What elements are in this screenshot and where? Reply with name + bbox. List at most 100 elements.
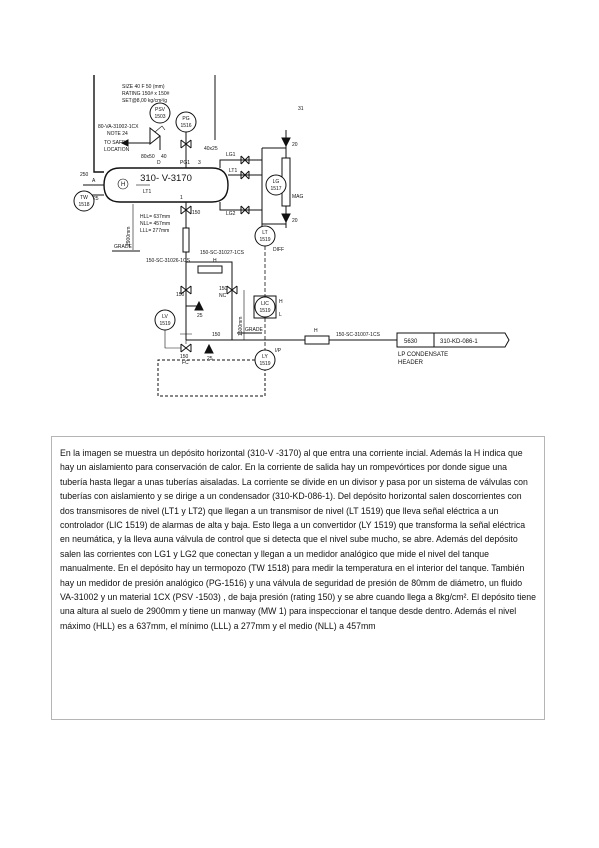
safe-location: LOCATION bbox=[104, 147, 130, 153]
line-31026: 150-SC-31026-1CS bbox=[146, 258, 191, 264]
outlet-1: 1 bbox=[180, 195, 183, 201]
nozzle-250: 250 bbox=[80, 172, 89, 178]
nozzle-20-bottom: 20 bbox=[292, 218, 298, 224]
lg2-valve bbox=[240, 205, 250, 215]
nc-150: 150 bbox=[219, 286, 228, 292]
outlet-valve bbox=[180, 205, 192, 215]
lic-low: L bbox=[279, 312, 282, 318]
lg2-label: LG2 bbox=[226, 211, 236, 217]
safe-note: NOTE 24 bbox=[107, 131, 128, 137]
hll-label: HLL= 637mm bbox=[140, 214, 170, 220]
nll-label: NLL= 457mm bbox=[140, 221, 170, 227]
left-150: 150 bbox=[176, 292, 185, 298]
pg-bubble: PG 1516 bbox=[175, 111, 197, 133]
mag-label: MAG bbox=[292, 194, 304, 200]
spec-size: SIZE 40 F 50 (mm) bbox=[122, 84, 165, 90]
svg-text:LIC: LIC bbox=[261, 301, 269, 307]
insulated-outlet bbox=[304, 335, 330, 345]
dim-1500: 1500mm bbox=[238, 317, 244, 336]
cv-drain bbox=[204, 343, 214, 354]
outlet-150: 150 bbox=[192, 210, 201, 216]
svg-text:1519: 1519 bbox=[159, 321, 170, 327]
control-valve bbox=[180, 343, 192, 353]
nozzle-a: A bbox=[92, 178, 96, 184]
drain-25: 25 bbox=[197, 313, 203, 319]
condensate-header-1: LP CONDENSATE bbox=[398, 352, 448, 358]
svg-text:TW: TW bbox=[80, 195, 88, 201]
safe-line-tag: 80-VA-31002-1CX bbox=[98, 124, 139, 130]
vessel-h-label: H bbox=[121, 182, 125, 188]
insulation-h-circle bbox=[117, 178, 129, 190]
left-branch-valve bbox=[180, 285, 192, 295]
h-mark-split: H bbox=[213, 258, 217, 264]
lg1-valve bbox=[240, 155, 250, 165]
svg-text:LT: LT bbox=[262, 230, 267, 236]
h-mark-outlet: H bbox=[314, 328, 318, 334]
lv-bubble: LV 1519 bbox=[154, 309, 176, 331]
lt-bubble: LT 1519 bbox=[254, 225, 276, 247]
pneumatic-signal-loop bbox=[157, 359, 266, 397]
condenser-box: 5630 310-KD-086-1 LP CONDENSATE HEADER bbox=[396, 332, 510, 366]
cv-drain-25: 25 bbox=[207, 356, 213, 362]
svg-text:1518: 1518 bbox=[78, 202, 89, 208]
svg-text:310-KD-086-1: 310-KD-086-1 bbox=[440, 339, 478, 345]
height-label: 2900mm bbox=[126, 227, 132, 246]
svg-text:PSV: PSV bbox=[155, 107, 166, 113]
safe-arrow bbox=[120, 139, 129, 147]
description-text: En la imagen se muestra un depósito hori… bbox=[60, 448, 537, 631]
description-box: En la imagen se muestra un depósito hori… bbox=[51, 436, 545, 720]
svg-text:1519: 1519 bbox=[259, 308, 270, 314]
svg-text:1517: 1517 bbox=[270, 186, 281, 192]
nozzle-20-top: 20 bbox=[292, 142, 298, 148]
lt1-valve bbox=[240, 170, 250, 180]
ip-label: I/P bbox=[275, 348, 282, 354]
nozzle-40: 40 bbox=[161, 154, 167, 160]
lg-bubble: LG 1517 bbox=[265, 174, 287, 196]
bottom-valve-arrow bbox=[281, 213, 291, 224]
spec-set: SET@8,00 kg/cm²/g bbox=[122, 98, 167, 104]
nozzle-3: 3 bbox=[198, 160, 201, 166]
svg-text:5630: 5630 bbox=[404, 339, 418, 345]
condensate-header-2: HEADER bbox=[398, 360, 424, 366]
lg1-line bbox=[219, 159, 262, 168]
insulated-riser bbox=[182, 227, 190, 253]
pid-diagram: SIZE 40 F 50 (mm) RATING 150# x 150# SET… bbox=[73, 75, 510, 397]
cv-bypass-150: 150 bbox=[212, 332, 221, 338]
svg-text:1519: 1519 bbox=[259, 237, 270, 243]
line-31007: 150-SC-31007-1CS bbox=[336, 332, 381, 338]
nozzle-pg1: PG1 bbox=[180, 160, 190, 166]
vessel-tag: 310- V-3170 bbox=[140, 173, 192, 184]
grade-label-right: GRADE bbox=[245, 327, 263, 333]
svg-text:LY: LY bbox=[262, 354, 268, 360]
nozzle-80x50: 80x50 bbox=[141, 154, 155, 160]
svg-text:LG: LG bbox=[273, 179, 280, 185]
svg-text:LV: LV bbox=[162, 314, 168, 320]
nc-label: NC bbox=[219, 293, 227, 299]
lv-connector bbox=[164, 330, 181, 349]
svg-text:1503: 1503 bbox=[154, 114, 165, 120]
svg-text:1516: 1516 bbox=[180, 123, 191, 129]
spec-rating: RATING 150# x 150# bbox=[122, 91, 170, 97]
cv-150: 150 bbox=[180, 354, 189, 360]
safe-to: TO SAFE bbox=[104, 140, 126, 146]
control-valve-actuator bbox=[180, 333, 192, 344]
lg1-label: LG1 bbox=[226, 152, 236, 158]
psv-bubble: PSV 1503 bbox=[149, 102, 171, 124]
lic-high: H bbox=[279, 299, 283, 305]
lll-label: LLL= 277mm bbox=[140, 228, 169, 234]
insulated-split bbox=[197, 265, 223, 274]
nozzle-25: 25 bbox=[93, 196, 99, 202]
split-top bbox=[186, 261, 233, 272]
cv-fc: FC bbox=[182, 360, 189, 366]
nozzle-40x25: 40x25 bbox=[204, 146, 218, 152]
svg-text:PG: PG bbox=[182, 116, 189, 122]
nc-valve bbox=[226, 285, 238, 295]
lg2-line bbox=[219, 202, 262, 211]
manway-label: LT1 bbox=[143, 189, 151, 195]
lt1-label: LT1 bbox=[229, 168, 237, 174]
top-valve-arrow bbox=[281, 137, 291, 148]
svg-text:1519: 1519 bbox=[259, 361, 270, 367]
diff-label: DIFF bbox=[273, 247, 284, 253]
tw-bubble: TW 1518 bbox=[73, 190, 95, 212]
line-31027: 150-SC-31027-1CS bbox=[200, 250, 245, 256]
